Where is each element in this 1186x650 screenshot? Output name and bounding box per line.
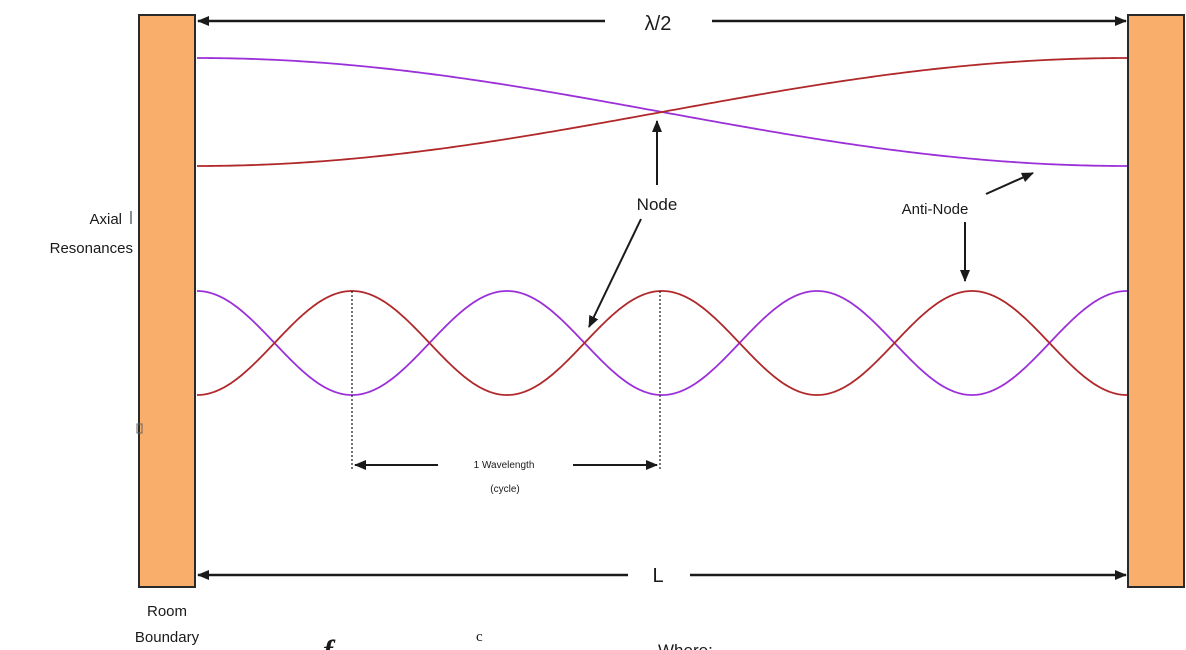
formula-c: c bbox=[476, 629, 483, 645]
axial-label-line1: Axial bbox=[89, 211, 122, 228]
node-label: Node bbox=[637, 195, 678, 214]
anti-node-arrow-up-right bbox=[985, 172, 1034, 195]
wavelength-label-line2: (cycle) bbox=[490, 484, 519, 495]
right-room-boundary-wall bbox=[1127, 14, 1185, 588]
small-marker bbox=[136, 423, 143, 434]
wavelength-label-line1: 1 Wavelength bbox=[474, 460, 535, 471]
where-label: Where: bbox=[658, 641, 713, 650]
half-wavelength-label: λ/2 bbox=[645, 13, 672, 35]
fundamental-mode-red-curve bbox=[196, 57, 1128, 167]
anti-node-label: Anti-Node bbox=[902, 201, 969, 218]
formula-f: f bbox=[323, 634, 336, 650]
left-room-boundary-wall bbox=[138, 14, 196, 588]
node-arrow-diagonal bbox=[588, 218, 642, 328]
length-label: L bbox=[652, 565, 663, 587]
room-label-line1: Room bbox=[147, 603, 187, 620]
axial-label-line2: Resonances bbox=[50, 240, 133, 257]
standing-wave-purple-curve bbox=[196, 290, 1128, 396]
standing-wave-red-curve bbox=[196, 290, 1128, 396]
room-label-line2: Boundary bbox=[135, 629, 200, 646]
